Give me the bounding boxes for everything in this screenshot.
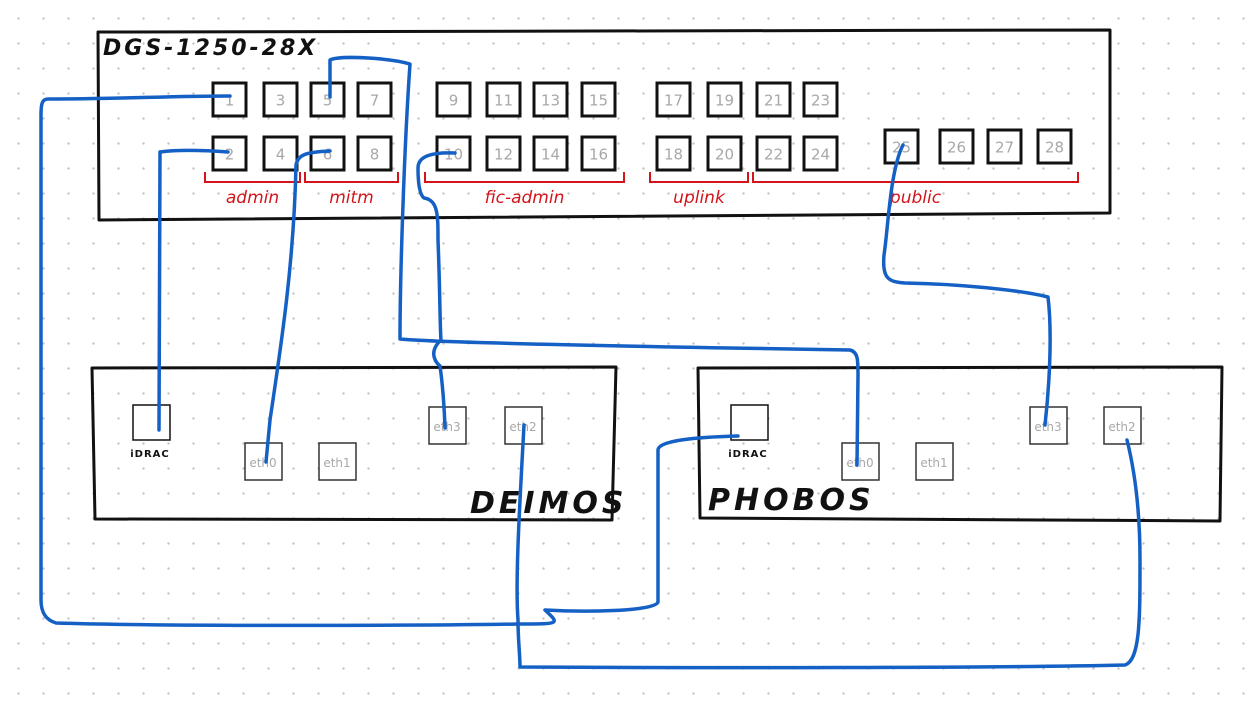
cable-deimos-eth2-phobos-eth2	[515, 423, 1142, 670]
switch-port-24	[802, 135, 839, 172]
switch-port-16-label: 16	[589, 146, 608, 164]
switch-port-2-label: 2	[225, 146, 235, 164]
deimos-eth0-label: eth0	[249, 456, 276, 470]
vlan-mitm-label: mitm	[329, 188, 374, 208]
switch-port-8-label: 8	[370, 146, 380, 164]
cable-port2-deimos-idrac	[157, 148, 230, 432]
cable-port6-deimos-eth0	[264, 149, 332, 464]
switch-sfp-port-26	[938, 128, 975, 165]
switch-port-14-label: 14	[541, 146, 560, 164]
phobos-chassis	[696, 365, 1224, 523]
switch-port-12	[485, 135, 522, 172]
switch-sfp-port-27-label: 27	[995, 139, 1014, 157]
switch-port-11-label: 11	[494, 92, 513, 110]
switch-port-3	[262, 81, 299, 118]
phobos-eth2-port	[1103, 406, 1142, 445]
phobos-eth0-port	[841, 442, 880, 481]
switch-port-15-label: 15	[589, 92, 608, 110]
switch-port-22	[755, 135, 792, 172]
phobos-idrac-label: iDRAC	[728, 449, 768, 460]
switch-port-9	[435, 81, 472, 118]
switch-port-19	[706, 81, 743, 118]
switch-port-16	[580, 135, 617, 172]
cable-port1-phobos-idrac	[39, 94, 740, 628]
switch-port-17	[655, 81, 692, 118]
cable-port25-phobos-eth3	[881, 143, 1052, 427]
cable-port5-phobos-eth0	[328, 55, 860, 467]
vlan-fic-admin-label: fic-admin	[485, 188, 565, 208]
cable-port10-deimos-eth3	[416, 151, 457, 430]
vlan-admin-bracket	[204, 172, 301, 183]
switch-sfp-port-27	[986, 128, 1023, 165]
deimos-idrac-port	[132, 404, 171, 441]
vlan-public-bracket	[752, 172, 1079, 183]
switch-port-2	[211, 135, 248, 172]
vlan-uplink-bracket	[649, 172, 749, 183]
vlan-fic-admin-bracket	[424, 172, 625, 183]
deimos-eth0-port	[244, 442, 283, 481]
switch-port-13	[532, 81, 569, 118]
vlan-admin-label: admin	[226, 188, 279, 208]
switch-port-4-label: 4	[276, 146, 286, 164]
switch-port-11	[485, 81, 522, 118]
switch-port-20	[706, 135, 743, 172]
switch-port-13-label: 13	[541, 92, 560, 110]
switch-port-5	[309, 81, 346, 118]
switch-port-21	[755, 81, 792, 118]
switch-port-8	[356, 135, 393, 172]
deimos-eth1-port	[318, 442, 357, 481]
switch-sfp-port-28	[1036, 128, 1073, 165]
switch-port-7	[356, 81, 393, 118]
deimos-name: DEIMOS	[470, 486, 628, 521]
switch-port-6-label: 6	[323, 146, 333, 164]
switch-port-15	[580, 81, 617, 118]
switch-port-7-label: 7	[370, 92, 380, 110]
phobos-eth0-label: eth0	[846, 456, 873, 470]
deimos-eth3-label: eth3	[433, 420, 460, 434]
switch-port-14	[532, 135, 569, 172]
vlan-mitm-bracket	[304, 172, 399, 183]
phobos-eth1-port	[915, 442, 954, 481]
deimos-eth3-port	[428, 406, 467, 445]
phobos-eth3-port	[1029, 406, 1068, 445]
deimos-eth1-label: eth1	[323, 456, 350, 470]
switch-port-18	[655, 135, 692, 172]
switch-port-18-label: 18	[664, 146, 683, 164]
switch-chassis	[96, 28, 1112, 222]
switch-port-3-label: 3	[276, 92, 286, 110]
vlan-uplink-label: uplink	[673, 188, 726, 208]
switch-port-5-label: 5	[323, 92, 333, 110]
phobos-eth3-label: eth3	[1034, 420, 1061, 434]
switch-port-1	[211, 81, 248, 118]
switch-port-22-label: 22	[764, 146, 783, 164]
switch-port-1-label: 1	[225, 92, 235, 110]
switch-port-21-label: 21	[764, 92, 783, 110]
switch-port-12-label: 12	[494, 146, 513, 164]
switch-port-9-label: 9	[449, 92, 459, 110]
deimos-idrac-label: iDRAC	[130, 449, 170, 460]
switch-port-17-label: 17	[664, 92, 683, 110]
switch-port-23-label: 23	[811, 92, 830, 110]
switch-port-19-label: 19	[715, 92, 734, 110]
phobos-eth1-label: eth1	[920, 456, 947, 470]
phobos-name: PHOBOS	[708, 483, 875, 518]
switch-port-24-label: 24	[811, 146, 830, 164]
phobos-idrac-port	[730, 404, 769, 441]
switch-port-20-label: 20	[715, 146, 734, 164]
vlan-public-label: public	[889, 188, 942, 208]
phobos-eth2-label: eth2	[1108, 420, 1135, 434]
switch-port-4	[262, 135, 299, 172]
switch-model-label: DGS-1250-28X	[103, 36, 318, 61]
switch-port-23	[802, 81, 839, 118]
switch-sfp-port-26-label: 26	[947, 139, 966, 157]
switch-sfp-port-28-label: 28	[1045, 139, 1064, 157]
